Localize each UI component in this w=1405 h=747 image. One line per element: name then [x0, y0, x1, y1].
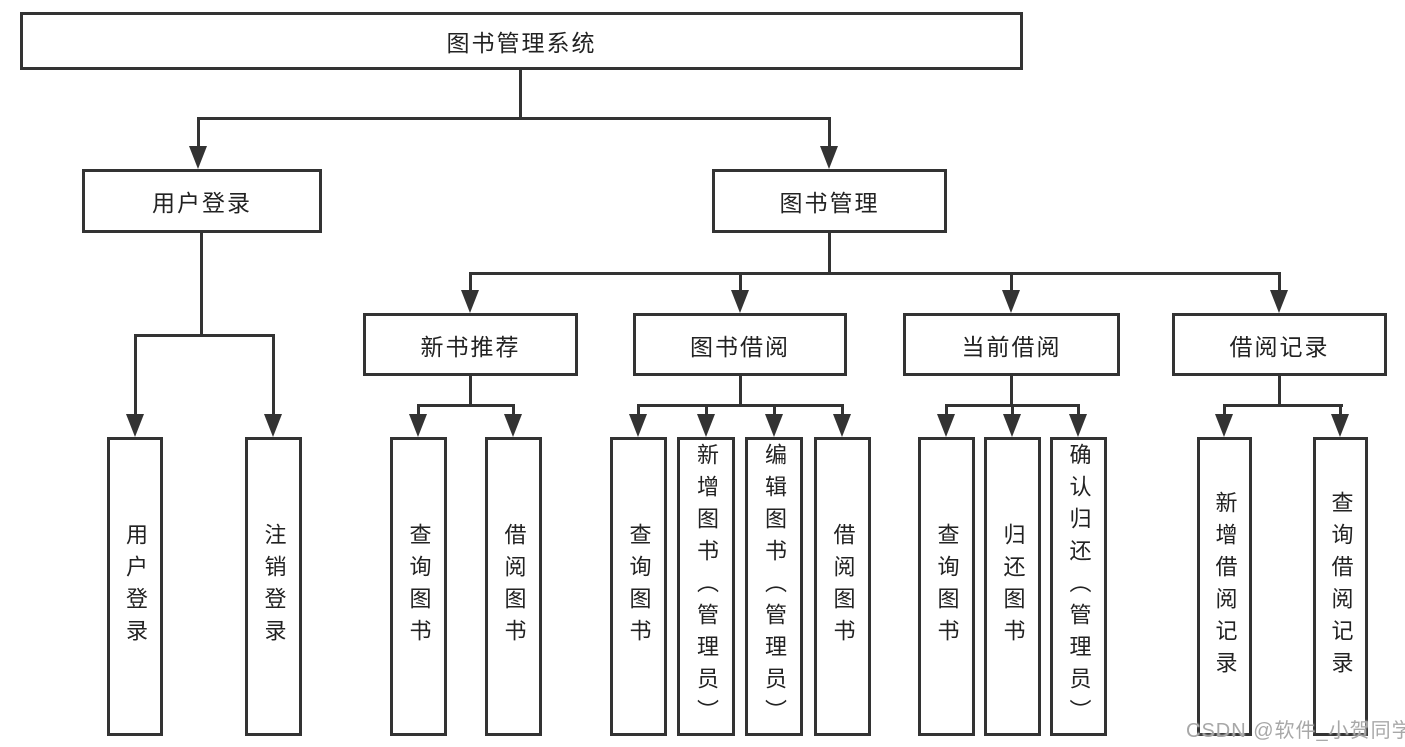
connector-line — [1223, 404, 1343, 407]
node-current-borrowing: 当前借阅 — [903, 313, 1120, 376]
connector-line — [945, 404, 948, 416]
node-root-label: 图书管理系统 — [446, 30, 597, 56]
node-book-borrowing: 图书借阅 — [633, 313, 847, 376]
arrowhead-down-icon — [629, 414, 647, 437]
leaf-query-book-borrowing-label: 查询图书 — [626, 522, 652, 651]
leaf-borrow-book-recommend-label: 借阅图书 — [501, 522, 527, 651]
leaf-query-book-recommend: 查询图书 — [390, 437, 447, 736]
connector-line — [1077, 404, 1080, 416]
arrowhead-down-icon — [697, 414, 715, 437]
arrowhead-down-icon — [409, 414, 427, 437]
arrowhead-down-icon — [833, 414, 851, 437]
leaf-query-borrow-record: 查询借阅记录 — [1313, 437, 1368, 736]
arrowhead-down-icon — [937, 414, 955, 437]
connector-line — [705, 404, 708, 416]
connector-line — [272, 334, 275, 415]
arrowhead-down-icon — [1069, 414, 1087, 437]
leaf-borrow-book-recommend: 借阅图书 — [485, 437, 542, 736]
node-book-management: 图书管理 — [712, 169, 947, 233]
arrowhead-down-icon — [504, 414, 522, 437]
node-user-login-label: 用户登录 — [152, 190, 252, 216]
leaf-add-book-admin: 新增图书（管理员） — [677, 437, 735, 736]
leaf-confirm-return-admin: 确认归还（管理员） — [1050, 437, 1107, 736]
connector-line — [417, 404, 515, 407]
leaf-return-book-label: 归还图书 — [1000, 522, 1026, 651]
connector-line — [512, 404, 515, 416]
connector-line — [469, 272, 472, 293]
connector-line — [469, 376, 472, 405]
node-user-login: 用户登录 — [82, 169, 322, 233]
connector-line — [469, 272, 1280, 275]
leaf-query-book-current-label: 查询图书 — [934, 522, 960, 651]
arrowhead-down-icon — [1003, 414, 1021, 437]
connector-line — [134, 334, 137, 415]
leaf-user-login-label: 用户登录 — [123, 522, 148, 651]
connector-line — [739, 376, 742, 405]
connector-line — [773, 404, 776, 416]
connector-line — [134, 334, 275, 337]
connector-line — [197, 117, 830, 120]
arrowhead-down-icon — [126, 414, 144, 437]
leaf-add-book-admin-label: 新增图书（管理员） — [694, 442, 719, 731]
node-borrow-records-label: 借阅记录 — [1229, 333, 1330, 360]
connector-line — [1278, 376, 1281, 405]
leaf-confirm-return-admin-label: 确认归还（管理员） — [1066, 442, 1092, 731]
connector-line — [519, 70, 522, 118]
arrowhead-down-icon — [264, 414, 282, 437]
connector-line — [739, 272, 742, 293]
connector-line — [1339, 404, 1342, 416]
node-new-book-recommend-label: 新书推荐 — [420, 333, 521, 360]
connector-line — [828, 233, 831, 274]
connector-line — [1010, 272, 1013, 293]
leaf-query-book-current: 查询图书 — [918, 437, 975, 736]
leaf-query-book-recommend-label: 查询图书 — [406, 522, 432, 651]
node-current-borrowing-label: 当前借阅 — [961, 333, 1062, 360]
leaf-add-borrow-record: 新增借阅记录 — [1197, 437, 1252, 736]
connector-line — [841, 404, 844, 416]
arrowhead-down-icon — [820, 146, 838, 169]
leaf-edit-book-admin-label: 编辑图书（管理员） — [762, 442, 787, 731]
leaf-query-book-borrowing: 查询图书 — [610, 437, 667, 736]
csdn-watermark: CSDN @软件_小贺同学 — [1186, 720, 1405, 742]
connector-line — [1010, 376, 1013, 405]
leaf-return-book: 归还图书 — [984, 437, 1041, 736]
node-root: 图书管理系统 — [20, 12, 1023, 70]
arrowhead-down-icon — [189, 146, 207, 169]
connector-line — [417, 404, 420, 416]
arrowhead-down-icon — [1002, 290, 1020, 313]
connector-line — [637, 404, 844, 407]
node-new-book-recommend: 新书推荐 — [363, 313, 578, 376]
leaf-borrow-book-label: 借阅图书 — [830, 522, 856, 651]
arrowhead-down-icon — [1215, 414, 1233, 437]
arrowhead-down-icon — [461, 290, 479, 313]
arrowhead-down-icon — [731, 290, 749, 313]
node-borrow-records: 借阅记录 — [1172, 313, 1387, 376]
arrowhead-down-icon — [765, 414, 783, 437]
arrowhead-down-icon — [1270, 290, 1288, 313]
leaf-edit-book-admin: 编辑图书（管理员） — [745, 437, 803, 736]
connector-line — [1223, 404, 1226, 416]
leaf-user-login: 用户登录 — [107, 437, 163, 736]
leaf-logout-label: 注销登录 — [261, 522, 287, 651]
connector-line — [200, 233, 203, 336]
connector-line — [637, 404, 640, 416]
leaf-borrow-book: 借阅图书 — [814, 437, 871, 736]
connector-line — [828, 117, 831, 148]
leaf-query-borrow-record-label: 查询借阅记录 — [1328, 490, 1354, 683]
connector-line — [1011, 404, 1014, 416]
node-book-borrowing-label: 图书借阅 — [690, 333, 790, 360]
leaf-logout: 注销登录 — [245, 437, 302, 736]
connector-line — [1278, 272, 1281, 293]
arrowhead-down-icon — [1331, 414, 1349, 437]
leaf-add-borrow-record-label: 新增借阅记录 — [1212, 490, 1238, 683]
node-book-management-label: 图书管理 — [779, 190, 880, 216]
connector-line — [197, 117, 200, 148]
